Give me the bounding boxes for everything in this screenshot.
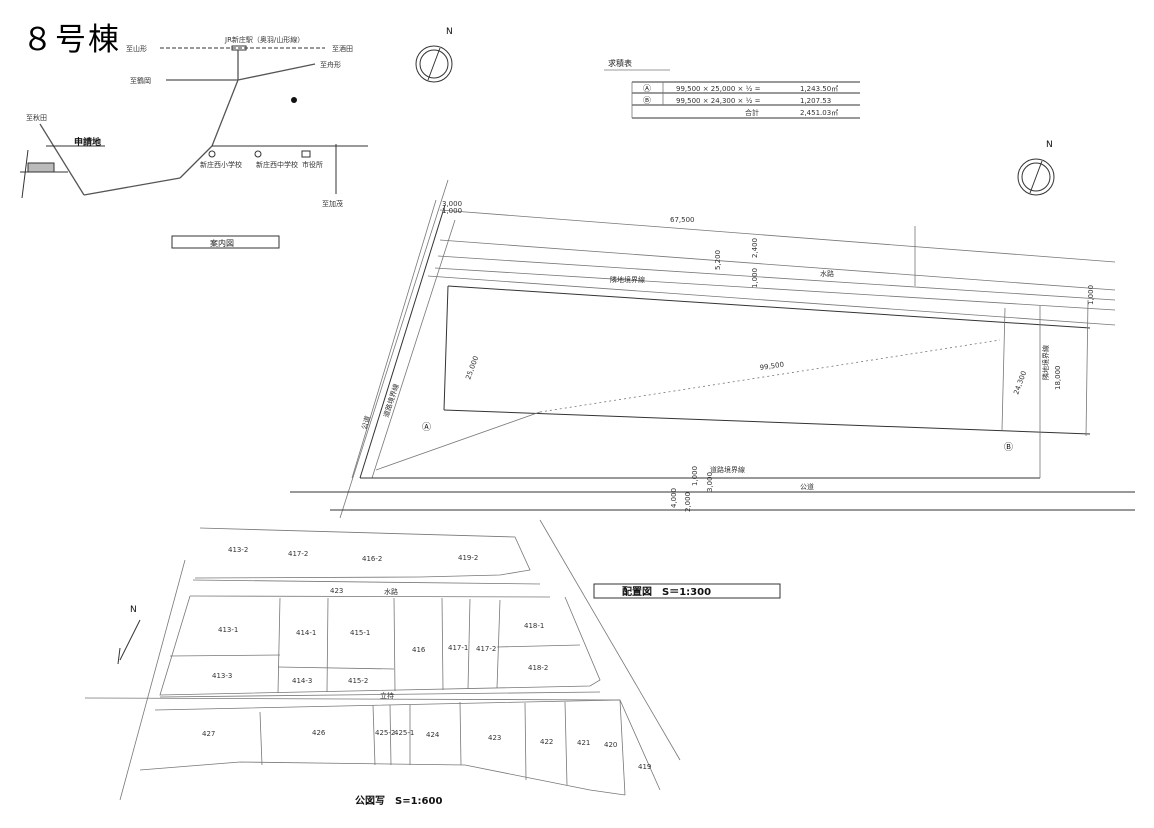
dim-label: 5,200: [714, 250, 722, 270]
svg-text:N: N: [446, 27, 453, 37]
row-mark: Ⓐ: [643, 84, 651, 93]
site-plan-caption: 配置図 S＝1:300: [622, 586, 711, 598]
lot-label: 422: [540, 738, 553, 746]
dim-label: 1,000: [1087, 285, 1095, 305]
lot-label: 417-2: [288, 550, 308, 558]
dim-label: 3,000: [442, 200, 462, 208]
area-table-title: 求積表: [608, 58, 632, 68]
point-b-label: Ⓑ: [1004, 442, 1013, 453]
lot-label: 416-2: [362, 555, 382, 563]
cadastral-map: 413-2 417-2 416-2 419-2 423 水路 413-1 414…: [84, 519, 681, 807]
waterway-label: 水路: [820, 269, 834, 278]
lot-label: 415-2: [348, 677, 368, 685]
north-arrow-icon: N: [1017, 140, 1055, 196]
lot-label: 413-2: [228, 546, 248, 554]
road-label: 公道: [359, 415, 372, 431]
lot-label: 417-2: [476, 645, 496, 653]
road-boundary-label: 道路境界線: [710, 465, 745, 474]
lot-label: 417-1: [448, 644, 468, 652]
lot-label: 425-2: [375, 729, 395, 737]
dim-label: 1,000: [442, 207, 462, 215]
total-value: 2,451.03㎡: [800, 109, 838, 117]
direction-label: 至山形: [126, 44, 147, 53]
row-formula: 99,500 × 24,300 × ½ =: [676, 97, 761, 105]
direction-label: 至酒田: [332, 45, 353, 53]
road-label: 立持: [380, 691, 394, 700]
dim-label: 24,300: [1012, 370, 1028, 396]
lot-label: 416: [412, 646, 426, 654]
row-value: 1,243.50㎡: [800, 85, 838, 93]
dim-label: 99,500: [759, 361, 784, 372]
direction-label: 至秋田: [26, 113, 47, 122]
lot-label: 415-1: [350, 629, 370, 637]
lot-label: 423: [488, 734, 501, 742]
facility-label: 新庄西小学校: [200, 160, 242, 169]
dim-label: 4,000: [670, 488, 678, 508]
direction-label: 至加茂: [322, 199, 343, 208]
dim-label: 1,000: [751, 268, 759, 288]
page-title: ８号棟: [22, 22, 121, 58]
direction-label: 至鶴岡: [130, 76, 151, 85]
waterway-label: 水路: [384, 587, 398, 596]
dim-label: 2,000: [684, 492, 692, 512]
lot-label: 424: [426, 731, 440, 739]
lot-label: 418-1: [524, 622, 544, 630]
lot-label: 414-3: [292, 677, 312, 685]
svg-text:N: N: [130, 605, 137, 615]
lot-label: 426: [312, 729, 326, 737]
lot-label: 418-2: [528, 664, 548, 672]
public-road-label: 公道: [800, 482, 814, 491]
point-a-label: Ⓐ: [422, 422, 431, 433]
location-map-caption: 案内図: [210, 238, 234, 248]
site-plan: 3,000 1,000 67,500 5,200 2,400 1,000 1,0…: [290, 179, 1135, 599]
lot-label: 414-1: [296, 629, 316, 637]
total-label: 合計: [745, 108, 759, 117]
north-arrow-icon: N: [117, 605, 141, 665]
lot-label: 420: [604, 741, 617, 749]
area-table: 求積表 Ⓐ 99,500 × 25,000 × ½ = 1,243.50㎡ Ⓑ …: [604, 58, 860, 119]
dim-label: 18,000: [1054, 366, 1062, 391]
lot-label: 423: [330, 587, 343, 595]
facility-label: 市役所: [302, 160, 323, 169]
lot-label: 413-3: [212, 672, 232, 680]
station-label: JR新庄駅（奥羽/山形線）: [224, 35, 304, 44]
facility-label: 新庄西中学校: [256, 160, 298, 169]
neighbor-boundary-label: 隣地境界線: [610, 275, 645, 284]
lot-label: 413-1: [218, 626, 238, 634]
cadastral-map-caption: 公図写 S=1:600: [355, 795, 442, 807]
row-mark: Ⓑ: [643, 96, 651, 105]
row-value: 1,207.53: [800, 97, 831, 105]
neighbor-boundary-label: 隣地境界線: [1041, 345, 1050, 380]
site-label: 申請地: [74, 136, 101, 148]
dim-label: 67,500: [670, 216, 695, 224]
row-formula: 99,500 × 25,000 × ½ =: [676, 85, 761, 93]
dim-label: 1,000: [691, 466, 699, 486]
dim-label: 25,000: [464, 355, 480, 381]
lot-label: 419: [638, 763, 651, 771]
direction-label: 至舟形: [320, 60, 341, 69]
location-map: JR新庄駅（奥羽/山形線） 至山形 至酒田 至舟形 至鶴岡 至秋田 至加茂 申請…: [20, 35, 368, 249]
dim-label: 3,000: [706, 472, 714, 492]
lot-label: 427: [202, 730, 215, 738]
dim-label: 2,400: [751, 238, 759, 258]
lot-label: 419-2: [458, 554, 478, 562]
lot-label: 421: [577, 739, 590, 747]
svg-text:N: N: [1046, 140, 1053, 150]
north-arrow-icon: N: [415, 27, 453, 83]
lot-label: 425-1: [394, 729, 414, 737]
